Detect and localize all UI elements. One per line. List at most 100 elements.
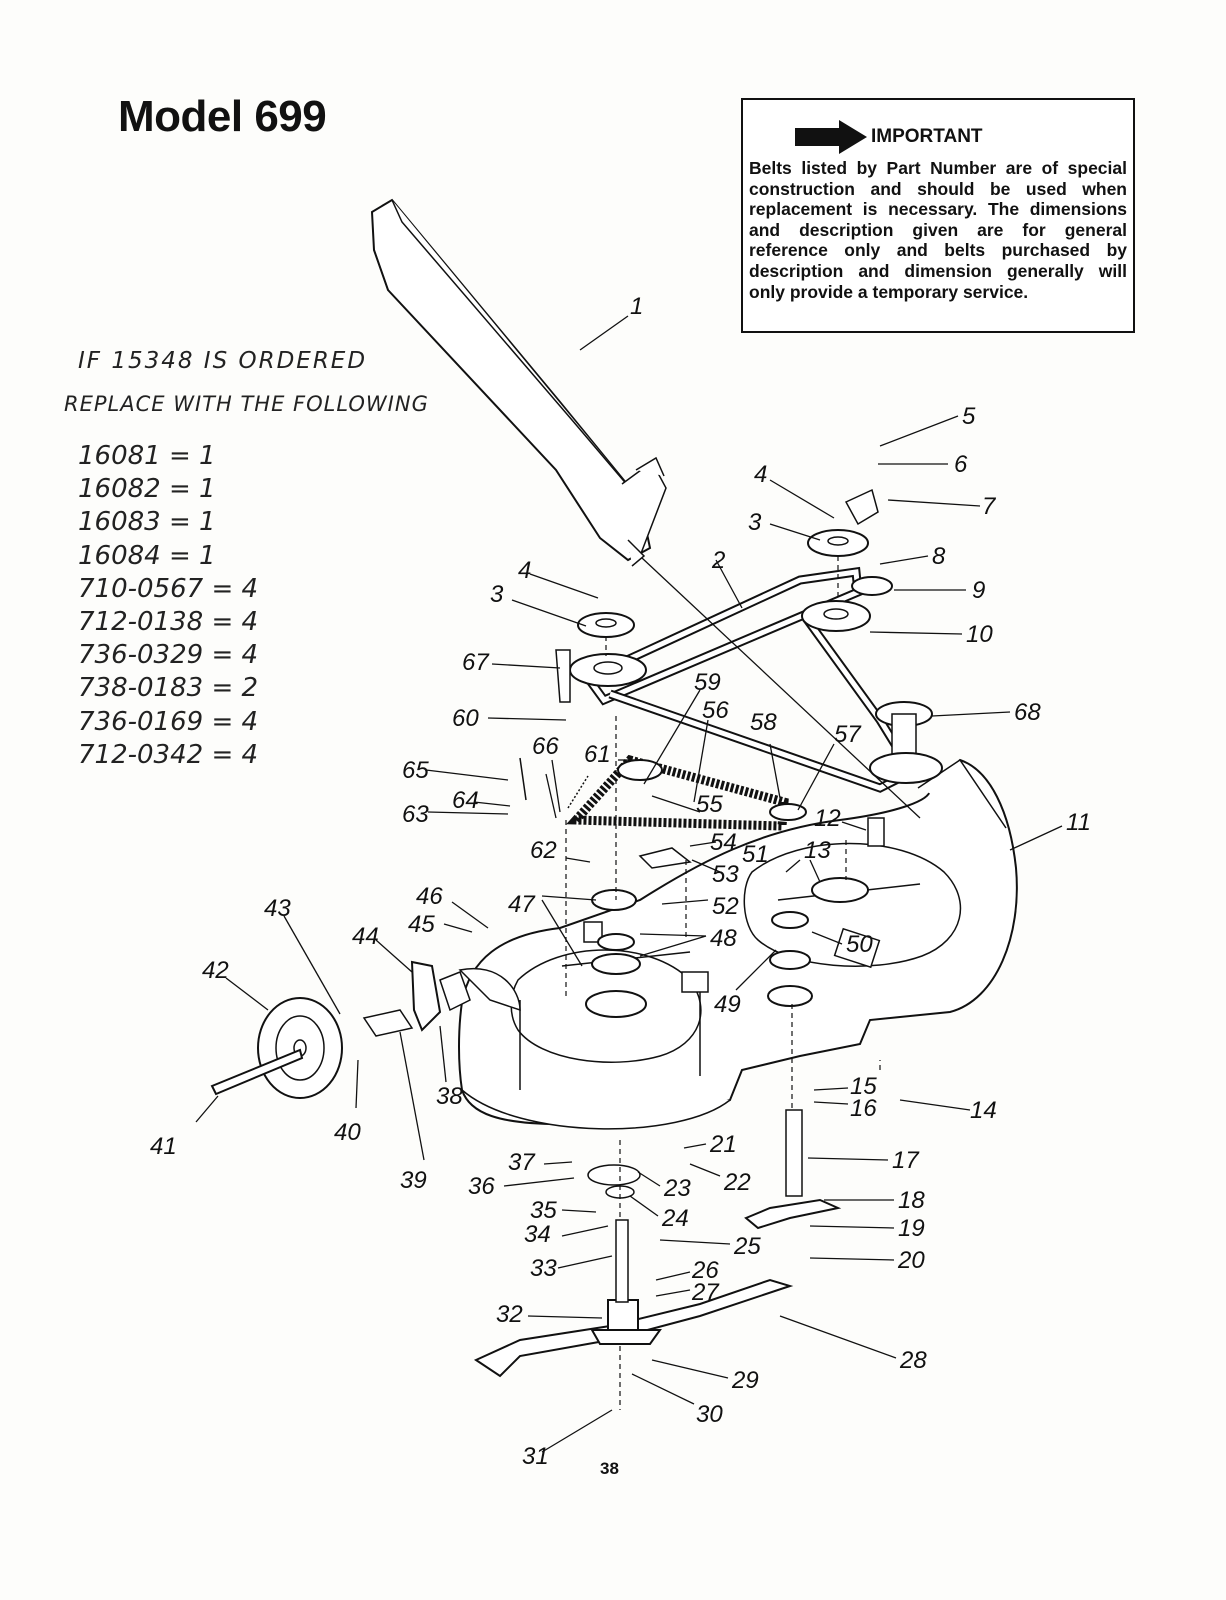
- callout-12: 12: [814, 805, 841, 832]
- callout-29: 29: [731, 1367, 759, 1394]
- callout-64: 64: [452, 787, 479, 814]
- callout-66: 66: [532, 733, 559, 760]
- callout-4: 4: [754, 461, 767, 488]
- notice-heading: IMPORTANT: [871, 126, 983, 147]
- callout-61: 61: [584, 741, 611, 768]
- callout-20: 20: [897, 1247, 925, 1274]
- callout-21: 21: [709, 1131, 737, 1158]
- callout-9: 9: [972, 577, 985, 604]
- handwritten-replacement-list: 16081 = 1 16082 = 1 16083 = 1 16084 = 1 …: [78, 440, 258, 772]
- callout-40: 40: [334, 1119, 361, 1146]
- callout-25: 25: [733, 1233, 761, 1260]
- callout-16: 16: [850, 1095, 877, 1122]
- page-number: 38: [600, 1459, 619, 1478]
- replacement-item: 16082 = 1: [78, 474, 216, 505]
- blade-assembly-drawing: [473, 1109, 842, 1378]
- important-notice-box: IMPORTANT Belts listed by Part Number ar…: [741, 98, 1135, 333]
- callout-7: 7: [982, 493, 997, 520]
- callout-18: 18: [898, 1187, 925, 1214]
- callout-51: 51: [742, 841, 769, 868]
- callout-2: 2: [711, 547, 725, 574]
- callout-14: 14: [970, 1097, 997, 1124]
- callout-45: 45: [408, 911, 435, 938]
- arrow-right-icon: [795, 120, 867, 154]
- replacement-item: 738-0183 = 2: [78, 673, 259, 704]
- callout-41: 41: [150, 1133, 177, 1160]
- callout-55: 55: [696, 791, 723, 818]
- callout-49: 49: [714, 991, 741, 1018]
- replacement-item: 736-0329 = 4: [78, 640, 259, 671]
- callout-19: 19: [898, 1215, 925, 1242]
- notice-body-text: Belts listed by Part Number are of speci…: [749, 158, 1127, 302]
- callout-60: 60: [452, 705, 479, 732]
- callout-13: 13: [804, 837, 831, 864]
- callout-65: 65: [402, 757, 429, 784]
- mower-deck-drawing: [458, 758, 1018, 1130]
- callout-52: 52: [712, 893, 739, 920]
- callout-labels: 1 2 3 3 4 4 5 6 7 8 9 10 11 12 13 14 15 …: [150, 293, 1091, 1470]
- callout-59: 59: [694, 669, 721, 696]
- callout-11: 11: [1066, 809, 1091, 836]
- replacement-item: 16081 = 1: [78, 441, 216, 471]
- callout-44: 44: [352, 923, 379, 950]
- callout-33: 33: [530, 1255, 557, 1282]
- page-title: Model 699: [118, 92, 327, 141]
- callout-46: 46: [416, 883, 443, 910]
- callout-22: 22: [723, 1169, 751, 1196]
- callout-54: 54: [710, 829, 737, 856]
- callout-37: 37: [508, 1149, 536, 1176]
- handwritten-note-line-1: IF 15348 IS ORDERED: [78, 348, 368, 374]
- callout-68: 68: [1014, 699, 1041, 726]
- callout-8: 8: [932, 543, 946, 570]
- callout-50: 50: [846, 931, 873, 958]
- callout-34: 34: [524, 1221, 551, 1248]
- notice-header: IMPORTANT: [795, 120, 983, 154]
- gauge-wheel-assembly-drawing: [210, 960, 521, 1099]
- callout-35: 35: [530, 1197, 557, 1224]
- callout-4: 4: [518, 557, 531, 584]
- callout-24: 24: [661, 1205, 689, 1232]
- callout-27: 27: [691, 1279, 720, 1306]
- callout-leader-lines: [195, 315, 1063, 1453]
- callout-30: 30: [696, 1401, 723, 1428]
- replacement-item: 16084 = 1: [78, 540, 216, 571]
- callout-43: 43: [264, 895, 291, 922]
- assembly-alignment-lines: [565, 556, 881, 1410]
- pulley-belt-assembly-drawing: [519, 488, 943, 1018]
- callout-56: 56: [702, 697, 729, 724]
- callout-62: 62: [530, 837, 557, 864]
- callout-26: 26: [691, 1257, 719, 1284]
- discharge-chute-drawing: [370, 198, 667, 567]
- callout-58: 58: [750, 709, 777, 736]
- callout-1: 1: [630, 293, 643, 320]
- callout-42: 42: [202, 957, 229, 984]
- callout-17: 17: [892, 1147, 920, 1174]
- callout-6: 6: [954, 451, 968, 478]
- replacement-item: 16083 = 1: [78, 507, 216, 538]
- callout-36: 36: [468, 1173, 495, 1200]
- callout-67: 67: [462, 649, 490, 676]
- callout-15: 15: [850, 1073, 877, 1100]
- replacement-item: 712-0342 = 4: [78, 739, 259, 770]
- callout-38: 38: [436, 1083, 463, 1110]
- callout-3: 3: [490, 581, 504, 608]
- callout-53: 53: [712, 861, 739, 888]
- callout-48: 48: [710, 925, 737, 952]
- callout-32: 32: [496, 1301, 523, 1328]
- callout-10: 10: [966, 621, 993, 648]
- replacement-item: 736-0169 = 4: [78, 706, 259, 737]
- callout-39: 39: [400, 1167, 427, 1194]
- replacement-item: 710-0567 = 4: [78, 573, 259, 604]
- callout-47: 47: [508, 891, 536, 918]
- callout-31: 31: [522, 1443, 549, 1470]
- callout-57: 57: [834, 721, 862, 748]
- callout-63: 63: [402, 801, 429, 828]
- callout-5: 5: [962, 403, 976, 430]
- callout-28: 28: [899, 1347, 927, 1374]
- replacement-item: 712-0138 = 4: [78, 606, 259, 637]
- handwritten-note-line-2: REPLACE WITH THE FOLLOWING: [64, 392, 429, 416]
- callout-3: 3: [748, 509, 762, 536]
- callout-23: 23: [663, 1175, 691, 1202]
